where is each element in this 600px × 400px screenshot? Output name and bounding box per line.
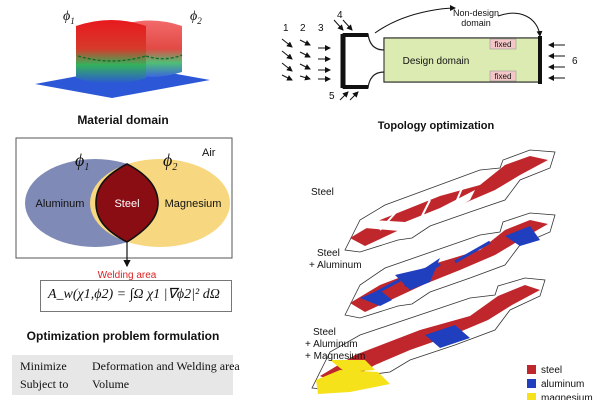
legend: steel aluminum magnesium: [527, 365, 593, 400]
load-label-4: 4: [337, 10, 343, 21]
load-arrows-right: [548, 42, 565, 81]
load-label-5: 5: [329, 91, 335, 102]
phi1-cylinder: [76, 20, 146, 84]
steel-label: Steel: [114, 198, 139, 210]
material-domain-title: Material domain: [77, 113, 168, 127]
non-design-arrow-left: [374, 5, 456, 34]
load-label-2: 2: [300, 23, 306, 34]
formulation-row-subject: Subject to Volume: [20, 377, 129, 392]
load-label-3: 3: [318, 23, 324, 34]
legend-swatch-aluminum: [527, 379, 536, 388]
air-label: Air: [202, 147, 216, 159]
formulation-table: Minimize Deformation and Welding area Sub…: [12, 355, 240, 395]
plate3-label-3: + Magnesium: [305, 351, 365, 362]
formulation-value: Deformation and Welding area: [92, 359, 240, 373]
plate2-label-1: Steel: [317, 248, 340, 259]
load-label-6: 6: [572, 56, 578, 67]
formulation-row-minimize: Minimize Deformation and Welding area: [20, 359, 240, 374]
fixed-box-top: [489, 38, 517, 50]
load-arrows-left: [281, 19, 359, 101]
aluminum-label: Aluminum: [36, 198, 85, 210]
plate2-label-2: + Aluminum: [309, 260, 362, 271]
plate3-label-2: + Aluminum: [305, 339, 358, 350]
formula-box: [40, 280, 232, 312]
formulation-value: Volume: [92, 377, 130, 391]
level-set-curve: [77, 55, 147, 62]
plate-three-materials: [311, 277, 546, 394]
magnesium-label: Magnesium: [165, 198, 222, 210]
design-domain-label: Design domain: [403, 56, 470, 67]
non-design-label-2: domain: [461, 18, 491, 28]
material-domain-plot: [35, 20, 210, 98]
plate-steel-aluminum: [344, 212, 556, 319]
legend-swatch-magnesium: [527, 393, 536, 400]
non-design-arrow-right: [497, 12, 543, 37]
legend-label-aluminum: aluminum: [541, 379, 584, 390]
plate3-label-1: Steel: [313, 327, 336, 338]
legend-swatch-steel: [527, 365, 536, 374]
legend-label-magnesium: magnesium: [541, 393, 593, 400]
venn-phi2-label: ϕ2: [163, 150, 177, 173]
load-label-1: 1: [283, 23, 289, 34]
fixed-label-bottom: fixed: [495, 72, 512, 81]
formulation-title: Optimization problem formulation: [27, 329, 220, 343]
phi1-label: ϕ1: [63, 9, 75, 26]
plate-steel: [344, 149, 556, 253]
formulation-key: Minimize: [20, 359, 67, 373]
plate1-label: Steel: [311, 187, 334, 198]
welding-area-label: Welding area: [98, 270, 157, 281]
fixed-label-top: fixed: [495, 40, 512, 49]
phi2-label: ϕ2: [190, 9, 202, 26]
design-domain-schematic: [281, 5, 565, 101]
legend-label-steel: steel: [541, 365, 562, 376]
fixed-box-bottom: [489, 70, 517, 82]
welding-formula: A_w(χ1,ϕ2) = ∫Ω χ1 |∇ϕ2|² dΩ: [48, 287, 220, 302]
non-design-label: Non-design: [453, 8, 499, 18]
formulation-key: Subject to: [20, 377, 69, 391]
venn-phi1-label: ϕ1: [75, 150, 89, 173]
topology-title: Topology optimization: [378, 120, 495, 132]
